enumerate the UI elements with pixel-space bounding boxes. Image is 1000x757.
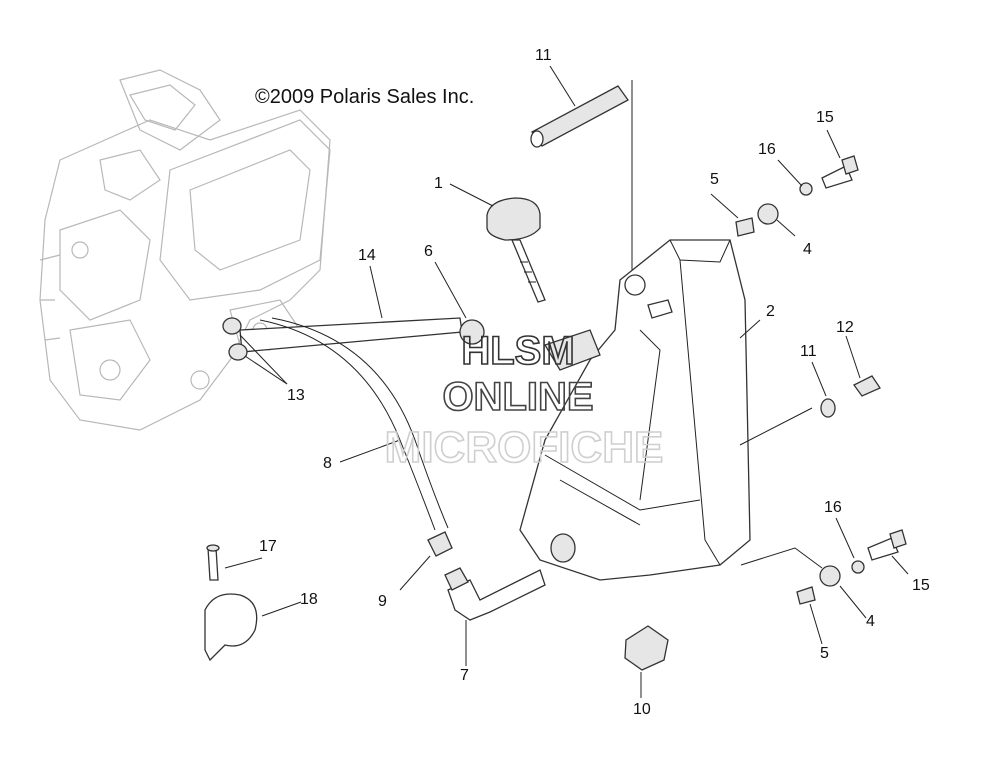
part-15-bolt-lower xyxy=(867,529,907,561)
callout-5-upper: 5 xyxy=(710,171,719,188)
part-8-hose xyxy=(259,317,449,531)
callout-12: 12 xyxy=(836,319,854,336)
callout-5-lower: 5 xyxy=(820,645,829,662)
callout-4-upper: 4 xyxy=(803,241,812,258)
callout-labels: 11 1 2 5 16 15 4 6 14 13 12 11 8 16 17 1… xyxy=(259,47,930,718)
part-15-bolt-upper xyxy=(821,155,859,189)
part-4-grommet-lower xyxy=(819,565,841,587)
part-13-clamps xyxy=(222,317,248,361)
watermark-line-2: ONLINE xyxy=(442,375,593,419)
leader-lines xyxy=(224,65,909,698)
callout-2: 2 xyxy=(766,303,775,320)
part-18-clip xyxy=(204,593,258,662)
callout-9: 9 xyxy=(378,593,387,610)
part-3-vent-tube xyxy=(530,85,629,148)
callout-17: 17 xyxy=(259,538,277,555)
part-2-oil-tank xyxy=(519,239,751,581)
part-6-clamp xyxy=(459,319,485,345)
copyright-text: ©2009 Polaris Sales Inc. xyxy=(255,86,474,108)
callout-18: 18 xyxy=(300,591,318,608)
callout-8: 8 xyxy=(323,455,332,472)
part-17-pin xyxy=(206,544,220,581)
callout-4-lower: 4 xyxy=(866,613,875,630)
part-10-plug xyxy=(624,625,669,671)
part-16-washer-lower xyxy=(851,560,865,574)
callout-7: 7 xyxy=(460,667,469,684)
part-7-elbow xyxy=(444,567,546,621)
callout-10: 10 xyxy=(633,701,651,718)
callout-3: 11 xyxy=(535,47,552,64)
part-4-grommet-upper xyxy=(757,203,779,225)
part-11-washer xyxy=(820,398,836,418)
part-12-fitting xyxy=(853,375,881,397)
part-5-spacer-lower xyxy=(796,586,816,605)
callout-16-lower: 16 xyxy=(824,499,842,516)
callout-13: 13 xyxy=(287,387,305,404)
part-16-washer-upper xyxy=(799,182,813,196)
watermark-line-3: MICROFICHE xyxy=(385,423,664,472)
callout-14: 14 xyxy=(358,247,376,264)
callout-6: 6 xyxy=(424,243,433,260)
callout-15-lower: 15 xyxy=(912,577,930,594)
part-9-cap xyxy=(427,531,453,557)
part-5-spacer-upper xyxy=(735,217,755,237)
watermark: HLSM ONLINE MICROFICHE xyxy=(384,328,664,473)
callout-11: 11 xyxy=(800,343,817,360)
part-1-dipstick xyxy=(486,197,546,303)
callout-16-upper: 16 xyxy=(758,141,776,158)
watermark-line-1: HLSM xyxy=(461,329,574,373)
callout-15-upper: 15 xyxy=(816,109,834,126)
callout-1: 1 xyxy=(434,175,443,192)
engine-outline xyxy=(39,69,331,431)
